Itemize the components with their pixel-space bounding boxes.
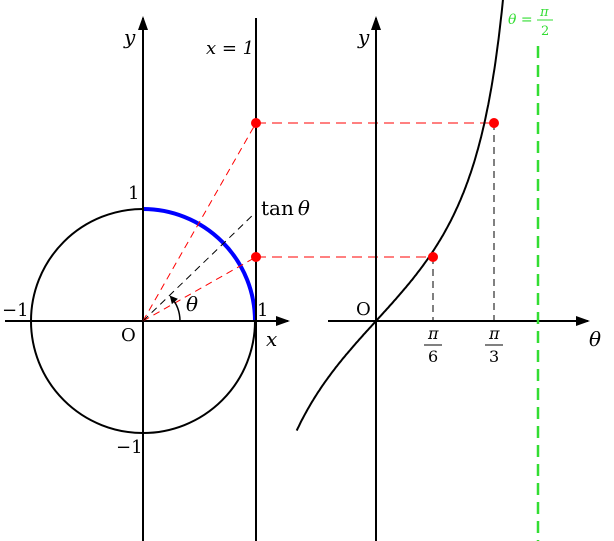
tangent-graph-panel: y θ O π 6 π 3 θ = π 2	[295, 0, 601, 541]
svg-text:6: 6	[428, 347, 438, 366]
first-quadrant-arc	[142, 207, 257, 322]
tick-neg-one-bottom: −1	[116, 437, 143, 458]
ray-to-tan-pi6	[142, 256, 257, 322]
right-y-axis-label: y	[357, 25, 370, 49]
left-origin-label: O	[121, 325, 136, 346]
angle-theta-arc	[169, 295, 181, 322]
line-x-equals-1-label: x = 1	[206, 38, 254, 59]
tick-neg-one-left: −1	[2, 300, 29, 321]
tick-one-top: 1	[128, 183, 139, 204]
svg-text:π: π	[488, 324, 500, 343]
curve-point-pi6	[428, 252, 438, 262]
tangent-curve	[295, 0, 504, 432]
svg-text:π: π	[539, 5, 549, 20]
svg-text:θ =: θ =	[508, 12, 533, 28]
right-origin-label: O	[356, 299, 371, 320]
left-x-axis-label: x	[266, 327, 277, 351]
tick-label-pi6: π 6	[424, 324, 442, 366]
svg-text:2: 2	[541, 24, 549, 39]
angle-theta-label: θ	[186, 292, 198, 316]
svg-text:3: 3	[489, 347, 499, 366]
left-y-axis-label: y	[123, 25, 136, 49]
right-x-axis-label: θ	[589, 327, 601, 351]
curve-point-pi3	[489, 118, 499, 128]
ray-to-tan-label	[142, 211, 257, 322]
tick-one-right: 1	[257, 300, 268, 321]
svg-text:π: π	[427, 324, 439, 343]
ray-to-tan-pi3	[142, 122, 257, 322]
tick-label-pi3: π 3	[485, 324, 503, 366]
asymptote-label: θ = π 2	[508, 5, 553, 39]
